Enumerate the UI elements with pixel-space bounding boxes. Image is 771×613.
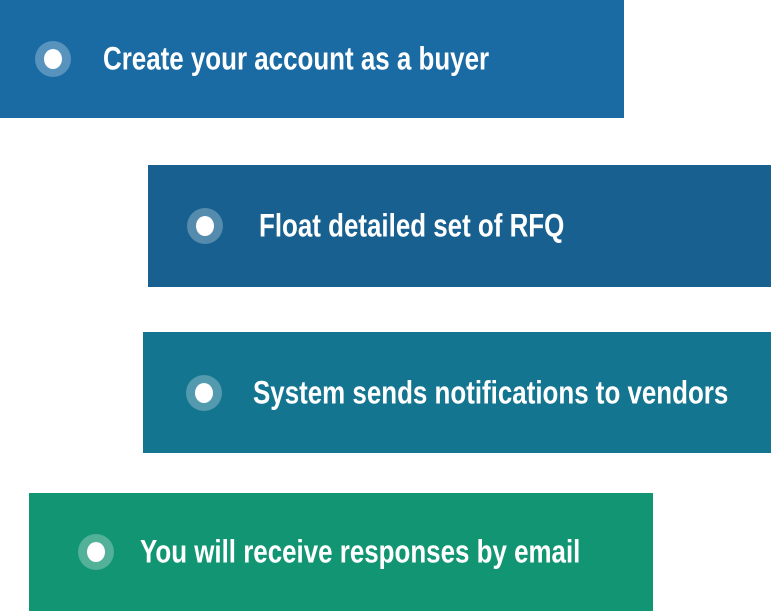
step-label-receive-responses: You will receive responses by email <box>140 533 581 570</box>
step-label-system-notifications: System sends notifications to vendors <box>253 374 729 410</box>
radio-dot-inner <box>196 216 214 236</box>
step-label-create-account: Create your account as a buyer <box>103 40 490 77</box>
step-banner-float-rfq: Float detailed set of RFQ <box>148 165 771 287</box>
radio-dot-icon <box>35 41 71 77</box>
radio-dot-inner <box>87 542 105 562</box>
radio-dot-icon <box>186 374 222 411</box>
radio-dot-inner <box>195 382 213 403</box>
step-banner-receive-responses: You will receive responses by email <box>29 493 653 611</box>
step-banner-create-account: Create your account as a buyer <box>0 0 624 118</box>
step-banner-system-notifications: System sends notifications to vendors <box>143 332 771 453</box>
radio-dot-icon <box>187 208 223 244</box>
radio-dot-inner <box>44 49 62 69</box>
radio-dot-icon <box>78 534 114 570</box>
step-label-float-rfq: Float detailed set of RFQ <box>259 207 565 244</box>
